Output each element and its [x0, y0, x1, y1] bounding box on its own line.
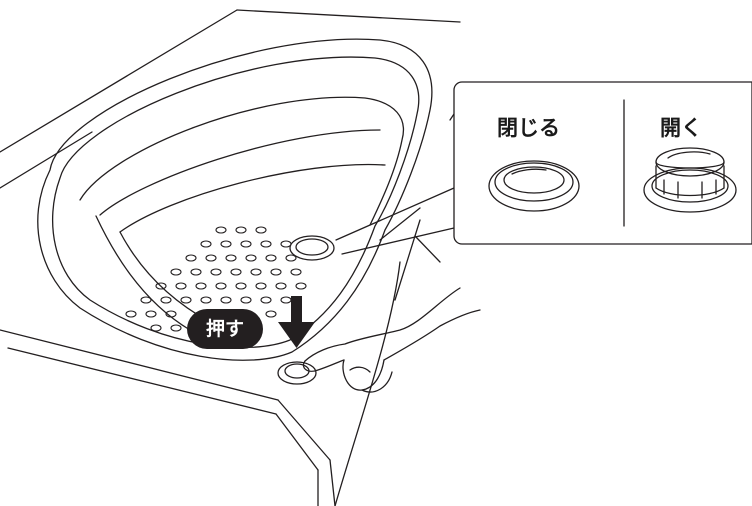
callout-box — [453, 81, 752, 245]
wall-lines — [0, 9, 471, 189]
tub-rim — [37, 38, 433, 361]
drain-push-button-icon[interactable] — [277, 361, 317, 385]
open-label: 開く — [660, 116, 702, 140]
down-arrow-icon — [278, 296, 315, 348]
closed-label: 閉じる — [497, 116, 560, 140]
tub-apron — [0, 207, 441, 506]
drain-plug-open-icon — [643, 147, 737, 213]
bath-mat-holes — [125, 226, 307, 332]
drain-plug-closed-icon — [488, 160, 580, 212]
tub-interior — [79, 96, 404, 331]
callout-pointer — [335, 187, 455, 255]
push-badge: 押す — [187, 309, 263, 349]
drain-in-tub — [289, 235, 335, 261]
hand-illustration — [302, 287, 481, 393]
